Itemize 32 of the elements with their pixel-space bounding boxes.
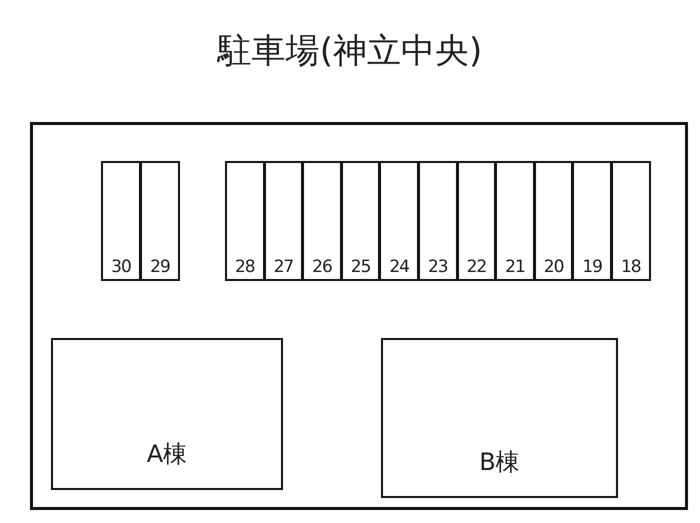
- parking-space: [534, 161, 574, 281]
- plan-title: 駐車場(神立中央): [216, 30, 484, 73]
- parking-space: [101, 161, 141, 281]
- parking-space: [456, 161, 496, 281]
- parking-space: [302, 161, 342, 281]
- space-number: 26: [311, 257, 333, 277]
- space-number: 20: [542, 257, 564, 277]
- building-outline: [51, 338, 283, 490]
- space-number: 27: [272, 257, 294, 277]
- parking-space: [418, 161, 458, 281]
- space-number: 19: [581, 257, 603, 277]
- space-number: 22: [466, 257, 488, 277]
- building-label: B棟: [478, 447, 521, 478]
- space-number: 30: [110, 257, 132, 277]
- parking-space: [225, 161, 265, 281]
- space-number: 23: [426, 257, 449, 277]
- building-label: A棟: [146, 439, 188, 470]
- space-number: 28: [234, 257, 256, 277]
- building-outline: [381, 338, 618, 498]
- space-number: 25: [350, 257, 372, 277]
- space-number: 24: [388, 257, 410, 277]
- parking-space: [611, 161, 651, 281]
- parking-space: [572, 161, 612, 281]
- parking-space: [264, 161, 304, 281]
- parking-space: [340, 161, 380, 281]
- parking-space: [140, 161, 180, 281]
- parking-space: [495, 161, 535, 281]
- space-number: 29: [149, 257, 171, 277]
- lot-boundary: [30, 122, 688, 510]
- parking-space: [379, 161, 419, 281]
- space-number: 21: [504, 257, 526, 277]
- space-number: 18: [620, 257, 642, 277]
